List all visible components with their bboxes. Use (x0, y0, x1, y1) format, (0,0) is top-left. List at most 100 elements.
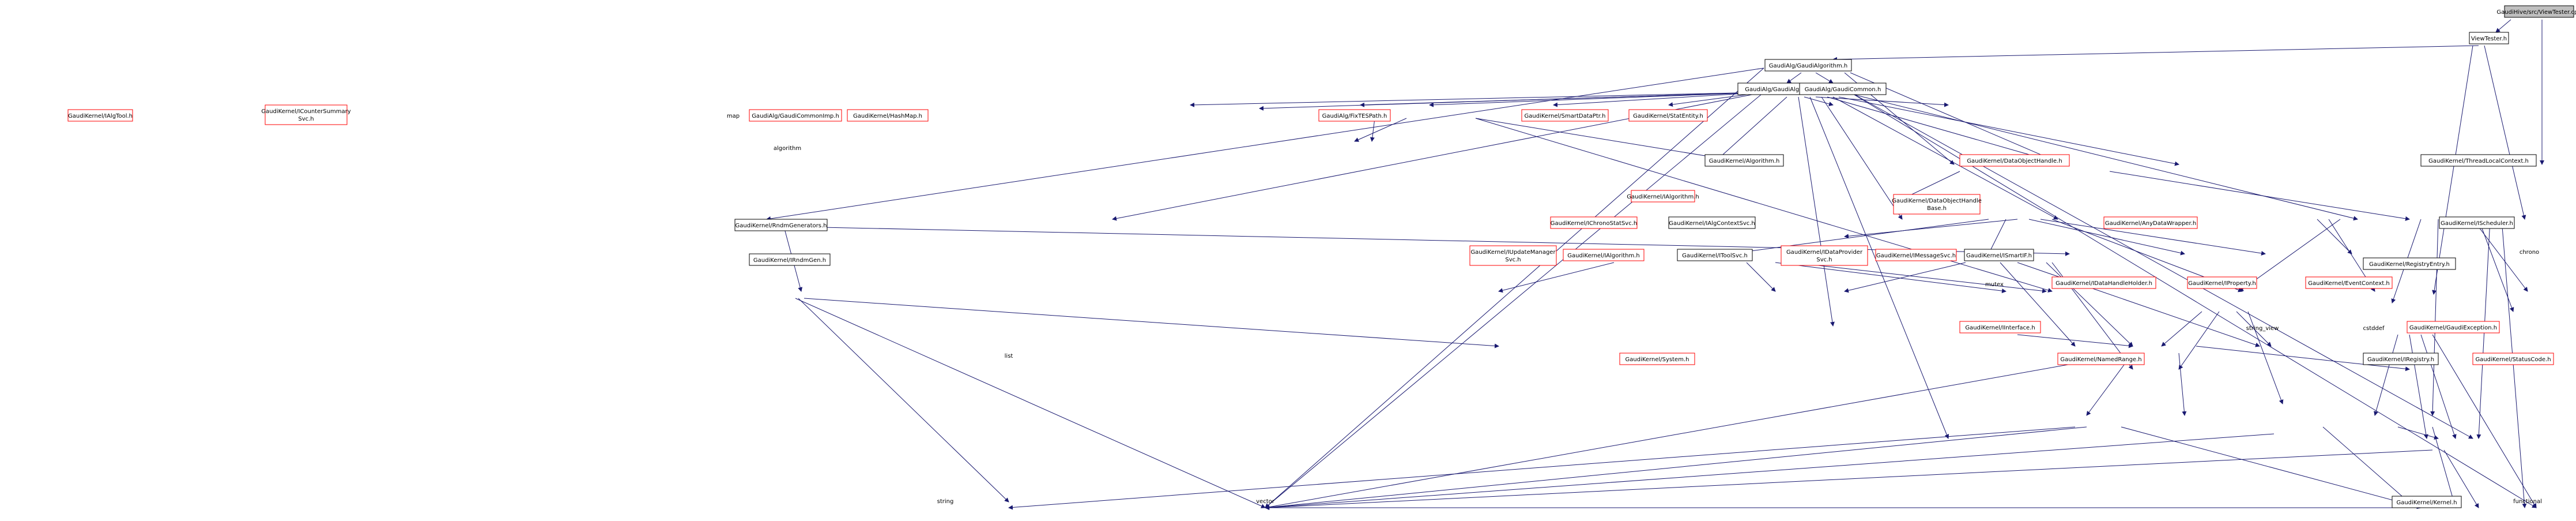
node-gaudialgorithm-label: GaudiAlg/GaudiAlgorithm.h (1769, 63, 1848, 69)
node-root[interactable]: GaudiHive/src/ViewTester.cpp (2496, 5, 2576, 18)
node-string-label: string (937, 498, 954, 505)
node-irndmgen-label: GaudiKernel/IRndmGen.h (753, 257, 826, 264)
node-statuscode[interactable]: GaudiKernel/StatusCode.h (2472, 353, 2554, 365)
node-list-label: list (1005, 353, 1013, 359)
node-cstddef: cstddef (2363, 325, 2385, 332)
node-statentity[interactable]: GaudiKernel/StatEntity.h (1628, 109, 1708, 122)
node-gaudiexception[interactable]: GaudiKernel/GaudiException.h (2407, 321, 2500, 333)
node-fixtespath[interactable]: GaudiAlg/FixTESPath.h (1318, 109, 1391, 122)
node-chrono-label: chrono (2520, 249, 2539, 256)
node-namedrange[interactable]: GaudiKernel/NamedRange.h (2057, 353, 2145, 365)
node-system-label: GaudiKernel/System.h (1625, 357, 1689, 363)
node-dohbase-label-2: Base.h (1927, 205, 1947, 212)
node-iproperty[interactable]: GaudiKernel/IProperty.h (2187, 276, 2257, 289)
node-iupdatemanager[interactable]: GaudiKernel/IUpdateManager Svc.h (1469, 245, 1557, 266)
node-dataobjecthandle[interactable]: GaudiKernel/DataObjectHandle.h (1959, 154, 2070, 167)
node-dohbase[interactable]: GaudiKernel/DataObjectHandle Base.h (1892, 194, 1982, 215)
node-string: string (937, 498, 954, 505)
node-smartdataptr-label: GaudiKernel/SmartDataPtr.h (1525, 113, 1606, 119)
node-ialgorithm-h-label: GaudiKernel/IAlgorithm.h (1567, 253, 1640, 259)
node-smartdataptr[interactable]: GaudiKernel/SmartDataPtr.h (1521, 109, 1609, 122)
node-dohbase-label-1: GaudiKernel/DataObjectHandle (1892, 198, 1982, 204)
node-kernel-algorithm-label: GaudiKernel/Algorithm.h (1709, 158, 1780, 164)
node-viewtester-h[interactable]: ViewTester.h (2469, 32, 2509, 44)
node-idataprovider[interactable]: GaudiKernel/IDataProvider Svc.h (1781, 245, 1868, 266)
node-kernel-algorithm[interactable]: GaudiKernel/Algorithm.h (1704, 154, 1784, 167)
node-eventcontext[interactable]: GaudiKernel/EventContext.h (2305, 276, 2393, 289)
node-ischeduler[interactable]: GaudiKernel/IScheduler.h (2439, 216, 2515, 229)
node-ischeduler-label: GaudiKernel/IScheduler.h (2441, 220, 2513, 227)
node-gaudicommonimp-label: GaudiAlg/GaudiCommonImp.h (752, 113, 839, 119)
node-icountersummary-label-1: GaudiKernel/ICounterSummary (261, 108, 350, 115)
edges (766, 19, 2544, 510)
node-ialgorithm-label: GaudiKernel/IAlgorithm.h (1627, 194, 1699, 200)
node-list: list (1005, 353, 1013, 359)
node-anydatawrapper-label: GaudiKernel/AnyDataWrapper.h (2105, 220, 2196, 227)
node-ismartif[interactable]: GaudiKernel/ISmartIF.h (1964, 249, 2034, 261)
node-icountersummary-label-2: Svc.h (298, 116, 314, 122)
node-algorithm-std-label: algorithm (774, 145, 801, 152)
node-ialgcontext-label: GaudiKernel/IAlgContextSvc.h (1669, 220, 1755, 227)
node-iproperty-label: GaudiKernel/IProperty.h (2188, 280, 2256, 287)
node-imessagesvc-label: GaudiKernel/IMessageSvc.h (1876, 253, 1956, 259)
node-kernel[interactable]: GaudiKernel/Kernel.h (2392, 496, 2462, 508)
node-dataobjecthandle-label: GaudiKernel/DataObjectHandle.h (1967, 158, 2062, 164)
node-gaudiexception-label: GaudiKernel/GaudiException.h (2409, 325, 2497, 331)
node-irndmgen[interactable]: GaudiKernel/IRndmGen.h (749, 253, 831, 266)
node-namedrange-label: GaudiKernel/NamedRange.h (2060, 357, 2141, 363)
node-idatahandleholder-label: GaudiKernel/IDataHandleHolder.h (2055, 280, 2152, 287)
node-hashmap[interactable]: GaudiKernel/HashMap.h (847, 109, 929, 122)
node-mutex-label: mutex (1985, 282, 2004, 288)
node-vector-label: vector (1256, 498, 1275, 505)
node-vector: vector (1256, 498, 1275, 505)
node-fixtespath-label: GaudiAlg/FixTESPath.h (1322, 113, 1387, 119)
node-cstddef-label: cstddef (2363, 325, 2385, 332)
node-string-view-label: string_view (2246, 325, 2279, 332)
node-iinterface-label: GaudiKernel/IInterface.h (1965, 325, 2035, 331)
node-gaudialg-label: GaudiAlg/GaudiAlg.h (1745, 87, 1805, 93)
node-ichronostat[interactable]: GaudiKernel/IChronoStatSvc.h (1550, 216, 1638, 229)
node-functional: functional (2513, 498, 2542, 505)
node-mutex: mutex (1985, 282, 2004, 288)
node-registryentry[interactable]: GaudiKernel/RegistryEntry.h (2363, 257, 2456, 270)
node-ialgorithm[interactable]: GaudiKernel/IAlgorithm.h (1627, 190, 1699, 203)
node-statuscode-label: GaudiKernel/StatusCode.h (2475, 357, 2551, 363)
node-rndmgenerators[interactable]: GaudiKernel/RndmGenerators.h (734, 219, 828, 231)
node-imessagesvc[interactable]: GaudiKernel/IMessageSvc.h (1875, 249, 1957, 261)
node-threadlocal[interactable]: GaudiKernel/ThreadLocalContext.h (2420, 154, 2537, 167)
node-root-label: GaudiHive/src/ViewTester.cpp (2496, 9, 2576, 16)
node-system[interactable]: GaudiKernel/System.h (1619, 353, 1695, 365)
node-idataprovider-label-1: GaudiKernel/IDataProvider (1786, 249, 1863, 256)
node-gaudicommonimp[interactable]: GaudiAlg/GaudiCommonImp.h (749, 109, 842, 122)
node-itoolsvc-label: GaudiKernel/IToolSvc.h (1682, 253, 1748, 259)
node-idatahandleholder[interactable]: GaudiKernel/IDataHandleHolder.h (2051, 276, 2156, 289)
node-iregistry[interactable]: GaudiKernel/IRegistry.h (2363, 353, 2439, 365)
node-statentity-label: GaudiKernel/StatEntity.h (1633, 113, 1703, 119)
node-functional-label: functional (2513, 498, 2542, 505)
node-ialgtool-label: GaudiKernel/IAlgTool.h (68, 113, 133, 119)
node-algorithm-std: algorithm (774, 145, 801, 152)
node-gaudicommon[interactable]: GaudiAlg/GaudiCommon.h (1799, 83, 1887, 95)
node-ialgtool[interactable]: GaudiKernel/IAlgTool.h (67, 109, 133, 122)
node-hashmap-label: GaudiKernel/HashMap.h (853, 113, 922, 119)
node-icountersummary[interactable]: GaudiKernel/ICounterSummary Svc.h (261, 104, 351, 125)
node-ialgcontext[interactable]: GaudiKernel/IAlgContextSvc.h (1668, 216, 1756, 229)
node-rndmgenerators-label: GaudiKernel/RndmGenerators.h (735, 223, 827, 229)
node-registryentry-label: GaudiKernel/RegistryEntry.h (2369, 261, 2450, 268)
node-iregistry-label: GaudiKernel/IRegistry.h (2367, 357, 2434, 363)
node-gaudicommon-label: GaudiAlg/GaudiCommon.h (1805, 87, 1881, 93)
node-itoolsvc[interactable]: GaudiKernel/IToolSvc.h (1677, 249, 1753, 261)
node-ichronostat-label: GaudiKernel/IChronoStatSvc.h (1551, 220, 1637, 227)
node-chrono: chrono (2520, 249, 2539, 256)
node-ialgorithm-h[interactable]: GaudiKernel/IAlgorithm.h (1563, 249, 1645, 261)
node-iupdatemanager-label-1: GaudiKernel/IUpdateManager (1470, 249, 1556, 256)
node-gaudialgorithm[interactable]: GaudiAlg/GaudiAlgorithm.h (1764, 59, 1852, 72)
node-map: map (727, 113, 740, 119)
node-iinterface[interactable]: GaudiKernel/IInterface.h (1959, 321, 2041, 333)
node-kernel-label: GaudiKernel/Kernel.h (2396, 500, 2457, 506)
node-eventcontext-label: GaudiKernel/EventContext.h (2308, 280, 2389, 287)
node-viewtester-h-label: ViewTester.h (2471, 36, 2507, 42)
node-idataprovider-label-2: Svc.h (1816, 257, 1832, 263)
node-map-label: map (727, 113, 740, 119)
node-anydatawrapper[interactable]: GaudiKernel/AnyDataWrapper.h (2103, 216, 2198, 229)
